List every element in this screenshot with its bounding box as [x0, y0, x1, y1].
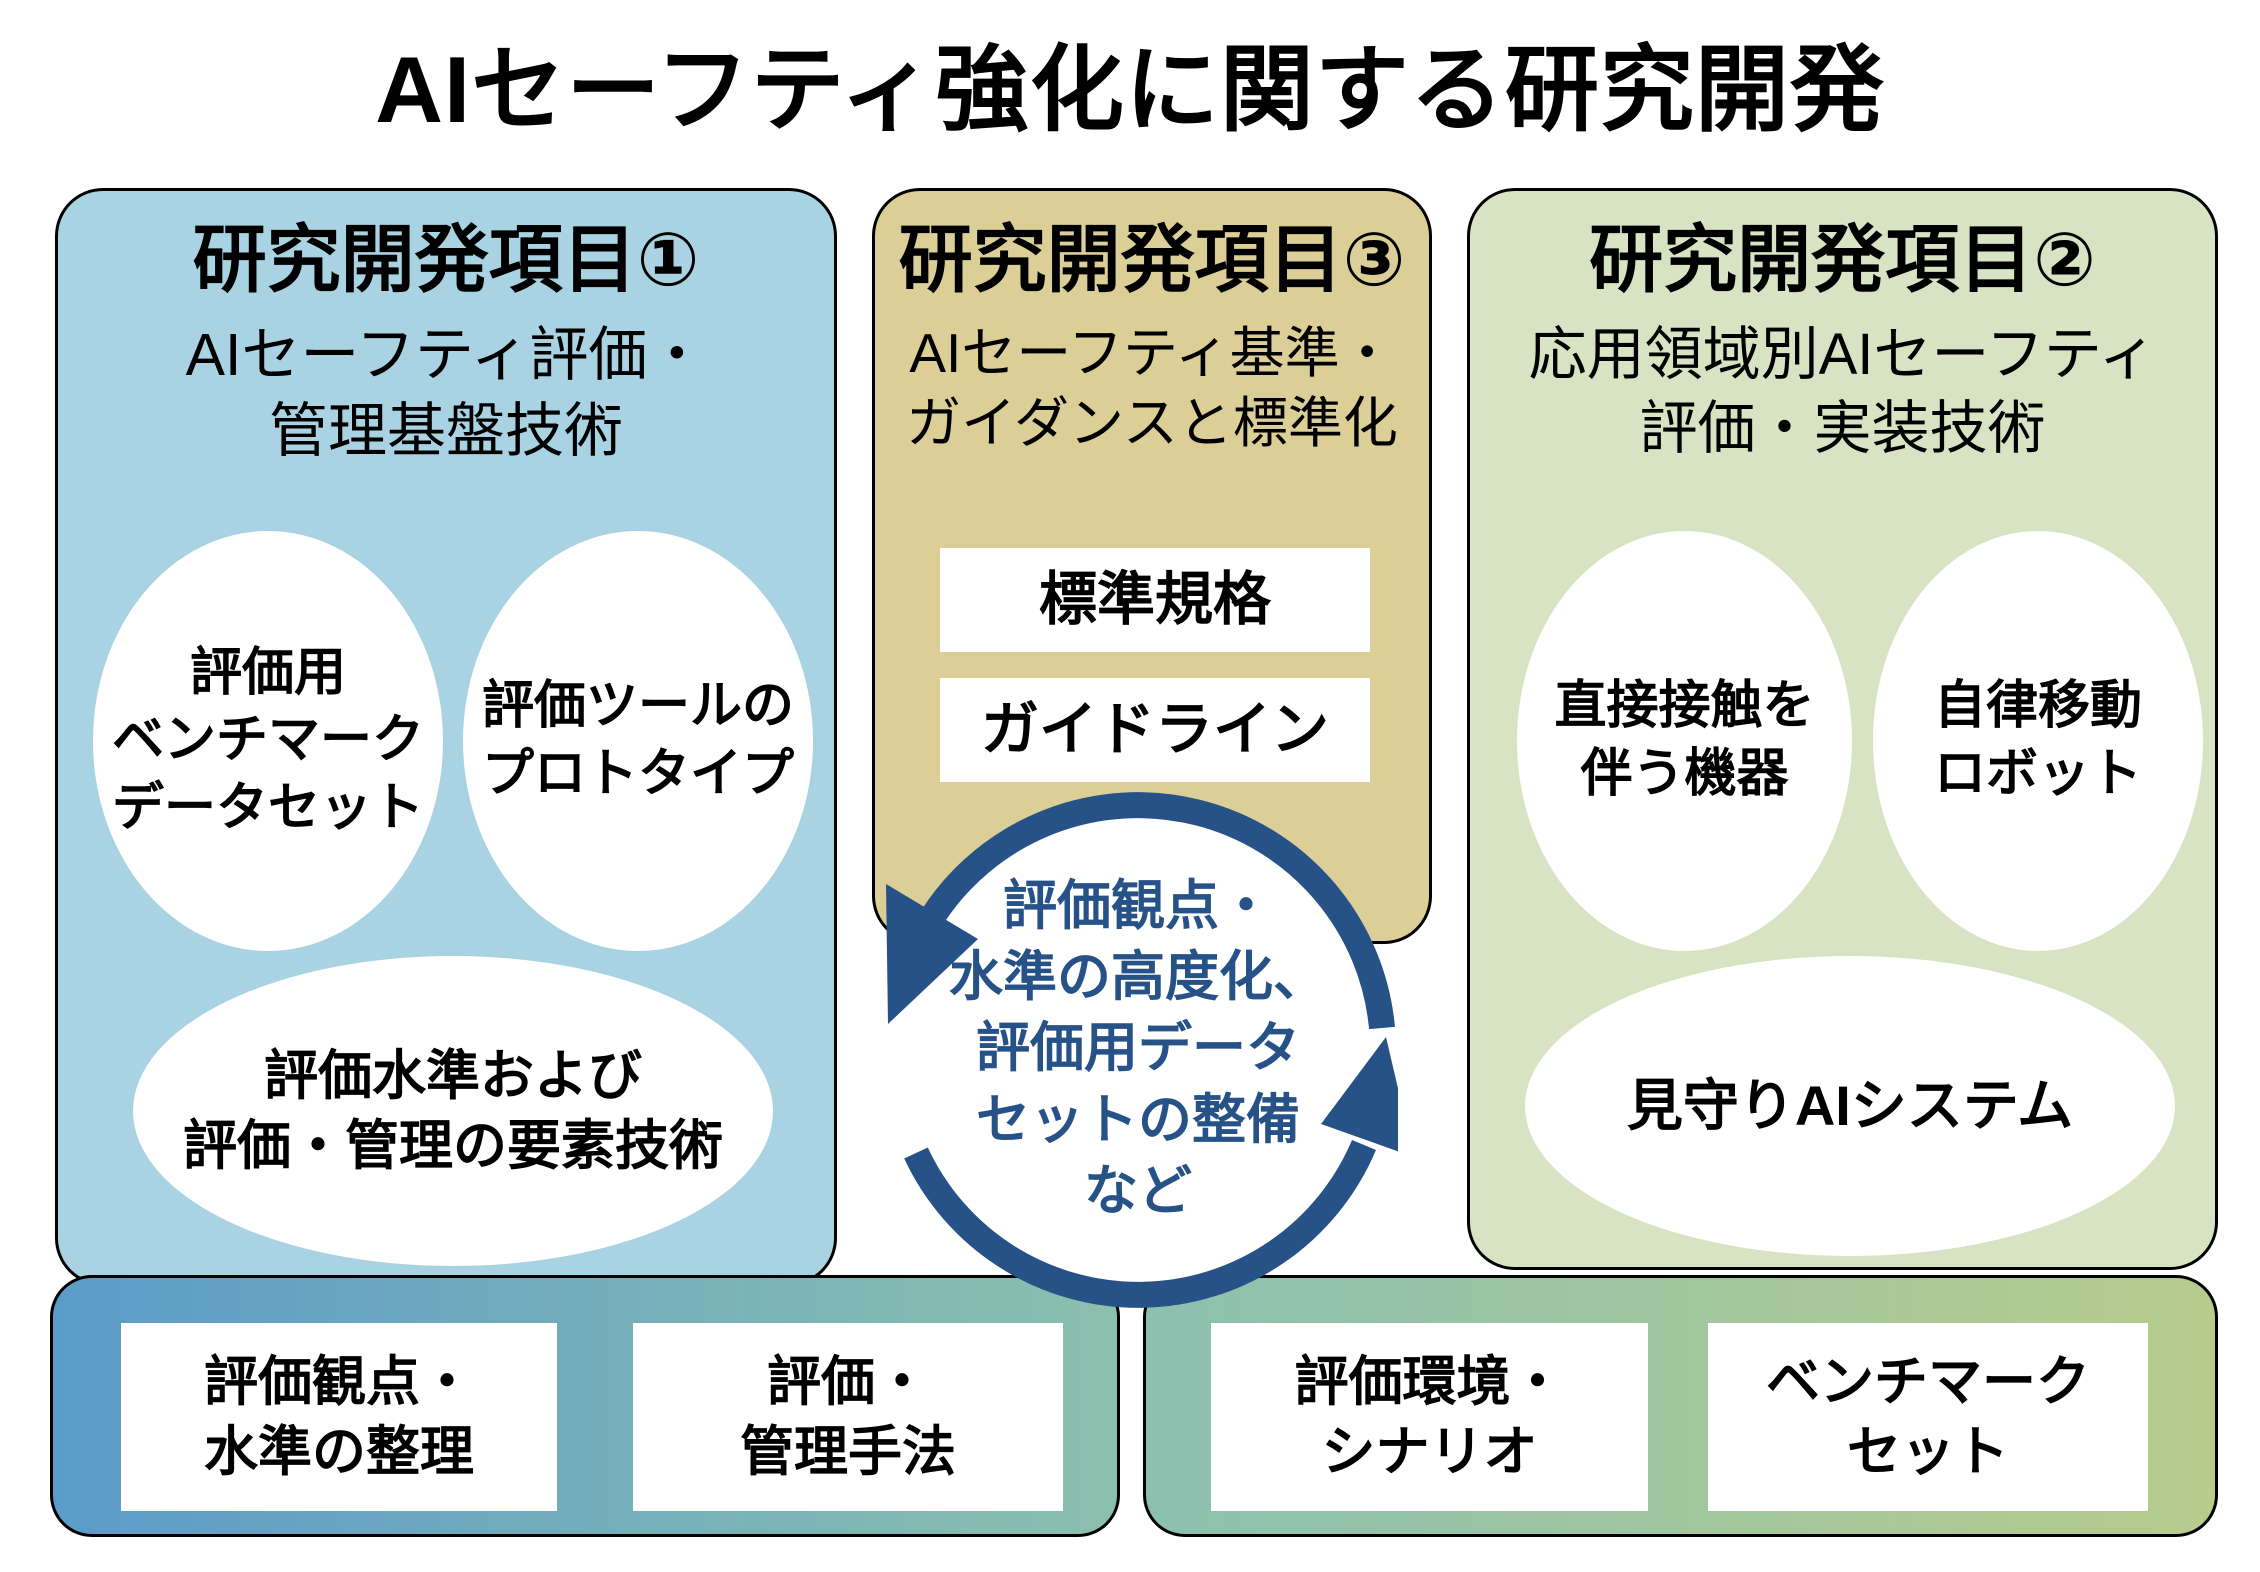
panel-item2: 研究開発項目② 応用領域別AIセーフティ 評価・実装技術 直接接触を 伴う機器 …	[1467, 188, 2218, 1270]
panel-item2-header: 研究開発項目②	[1589, 218, 2096, 301]
box-eval-environment-scenario: 評価環境・ シナリオ	[1211, 1323, 1648, 1511]
box-standard-spec: 標準規格	[940, 548, 1370, 652]
box-eval-viewpoints-levels: 評価観点・ 水準の整理	[121, 1323, 557, 1511]
bottom-bar-left: 評価観点・ 水準の整理 評価・ 管理手法	[50, 1275, 1120, 1537]
bottom-bar-right: 評価環境・ シナリオ ベンチマーク セット	[1143, 1275, 2218, 1537]
ellipse-autonomous-mobile-robot: 自律移動 ロボット	[1873, 531, 2203, 951]
panel-item3: 研究開発項目③ AIセーフティ基準・ ガイダンスと標準化 標準規格 ガイドライン	[872, 188, 1432, 944]
box-benchmark-set: ベンチマーク セット	[1708, 1323, 2148, 1511]
panel-item1-header: 研究開発項目①	[192, 218, 700, 301]
cycle-arrow-icon	[886, 792, 1398, 1308]
panel-item1: 研究開発項目① AIセーフティ評価・ 管理基盤技術 評価用 ベンチマーク データ…	[55, 188, 837, 1286]
page-title: AIセーフティ強化に関する研究開発	[375, 37, 1885, 142]
panel-item3-subtitle: AIセーフティ基準・ ガイダンスと標準化	[906, 322, 1398, 455]
cycle-label: 評価観点・ 水準の高度化、 評価用データ セットの整備 など	[949, 875, 1327, 1221]
panel-item2-subtitle: 応用領域別AIセーフティ 評価・実装技術	[1528, 322, 2157, 462]
ellipse-monitoring-ai-system: 見守りAIシステム	[1525, 956, 2175, 1256]
panel-item3-header: 研究開発項目③	[898, 218, 1406, 301]
cycle-feedback: 評価観点・ 水準の高度化、 評価用データ セットの整備 など	[878, 789, 1398, 1309]
box-eval-management-methods: 評価・ 管理手法	[633, 1323, 1063, 1511]
ellipse-eval-tool-prototype: 評価ツールの プロトタイプ	[463, 531, 813, 951]
ellipse-eval-level-elemental-tech: 評価水準および 評価・管理の要素技術	[133, 956, 773, 1266]
panel-item1-subtitle: AIセーフティ評価・ 管理基盤技術	[185, 322, 707, 464]
box-guideline: ガイドライン	[940, 678, 1370, 782]
ellipse-benchmark-dataset: 評価用 ベンチマーク データセット	[93, 531, 443, 951]
ellipse-direct-contact-devices: 直接接触を 伴う機器	[1517, 531, 1852, 951]
